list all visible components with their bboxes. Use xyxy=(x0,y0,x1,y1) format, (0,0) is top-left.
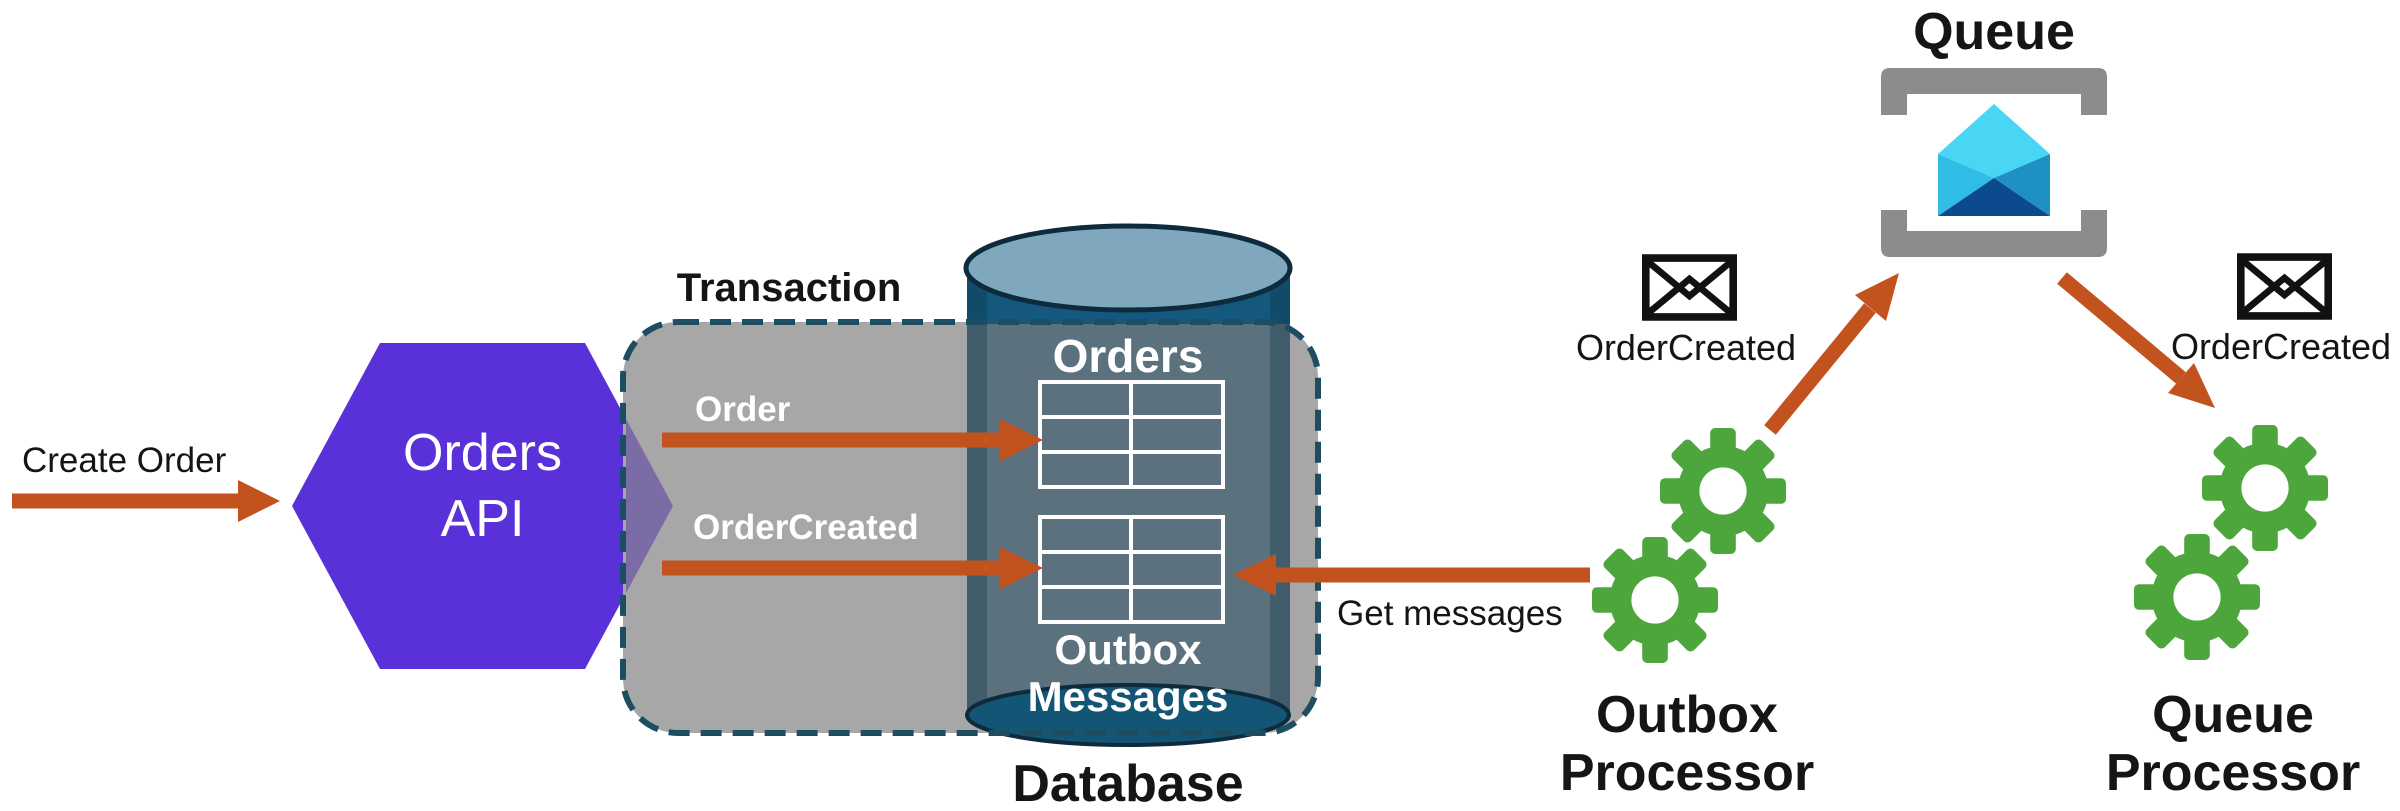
queue-message-envelope-icon xyxy=(2241,257,2328,316)
outbox-processor-label: Outbox Processor xyxy=(1537,686,1837,802)
orders-table-label: Orders xyxy=(1052,330,1204,382)
get-messages-arrow xyxy=(1233,554,1590,596)
outbox-processor-label-line2: Processor xyxy=(1559,744,1815,802)
outbox-to-queue-arrow xyxy=(1764,273,1899,435)
create-order-label: Create Order xyxy=(22,441,227,480)
queue-processor-label: Queue Processor xyxy=(2083,686,2383,802)
database-label: Database xyxy=(1012,755,1244,811)
outbox-table-label: Outbox Messages xyxy=(978,626,1278,720)
queue-processor-label-line2: Processor xyxy=(2105,744,2361,802)
order-created-arrow-label: OrderCreated xyxy=(693,508,919,547)
get-messages-label: Get messages xyxy=(1337,594,1563,633)
arrows xyxy=(12,272,2215,596)
database-cylinder-icon xyxy=(963,223,1293,747)
orders-api-hexagon xyxy=(292,343,673,669)
cylinder-top-ellipse xyxy=(963,223,1293,313)
outbox-message-envelope-icon xyxy=(1646,258,1733,317)
outbox-processor-gears-icon xyxy=(1592,428,1786,663)
orders-api-label: Orders API xyxy=(292,420,673,552)
transaction-label: Transaction xyxy=(676,266,902,310)
outbox-table-label-line1: Outbox xyxy=(1054,626,1202,673)
queue-to-processor-arrow xyxy=(2057,272,2215,408)
queue-label: Queue xyxy=(1913,3,2075,61)
queue-top-bracket xyxy=(1881,68,2107,115)
queue-bottom-bracket xyxy=(1881,210,2107,257)
queue-processor-label-line1: Queue xyxy=(2152,686,2314,744)
orders-api-label-line2: API xyxy=(440,490,525,548)
outbox-processor-label-line1: Outbox xyxy=(1596,686,1778,744)
outbox-table-grid xyxy=(1038,515,1225,624)
orders-api-label-line1: Orders xyxy=(403,424,562,482)
queue-message-label: OrderCreated xyxy=(2170,326,2392,367)
order-arrow-label: Order xyxy=(695,390,791,429)
order-arrow xyxy=(662,419,1043,461)
queue-processor-gears-icon xyxy=(2134,425,2328,660)
transaction-dashed-border xyxy=(620,319,1321,736)
outbox-message-label: OrderCreated xyxy=(1575,327,1797,368)
queue-envelope-icon xyxy=(1938,104,2050,216)
queue-icon xyxy=(1881,68,2107,257)
create-order-arrow xyxy=(12,480,280,522)
orders-table-grid xyxy=(1038,380,1225,489)
order-created-arrow xyxy=(662,547,1043,589)
outbox-table-label-line2: Messages xyxy=(1027,673,1229,720)
hexagon-overlap-tip xyxy=(626,419,673,593)
